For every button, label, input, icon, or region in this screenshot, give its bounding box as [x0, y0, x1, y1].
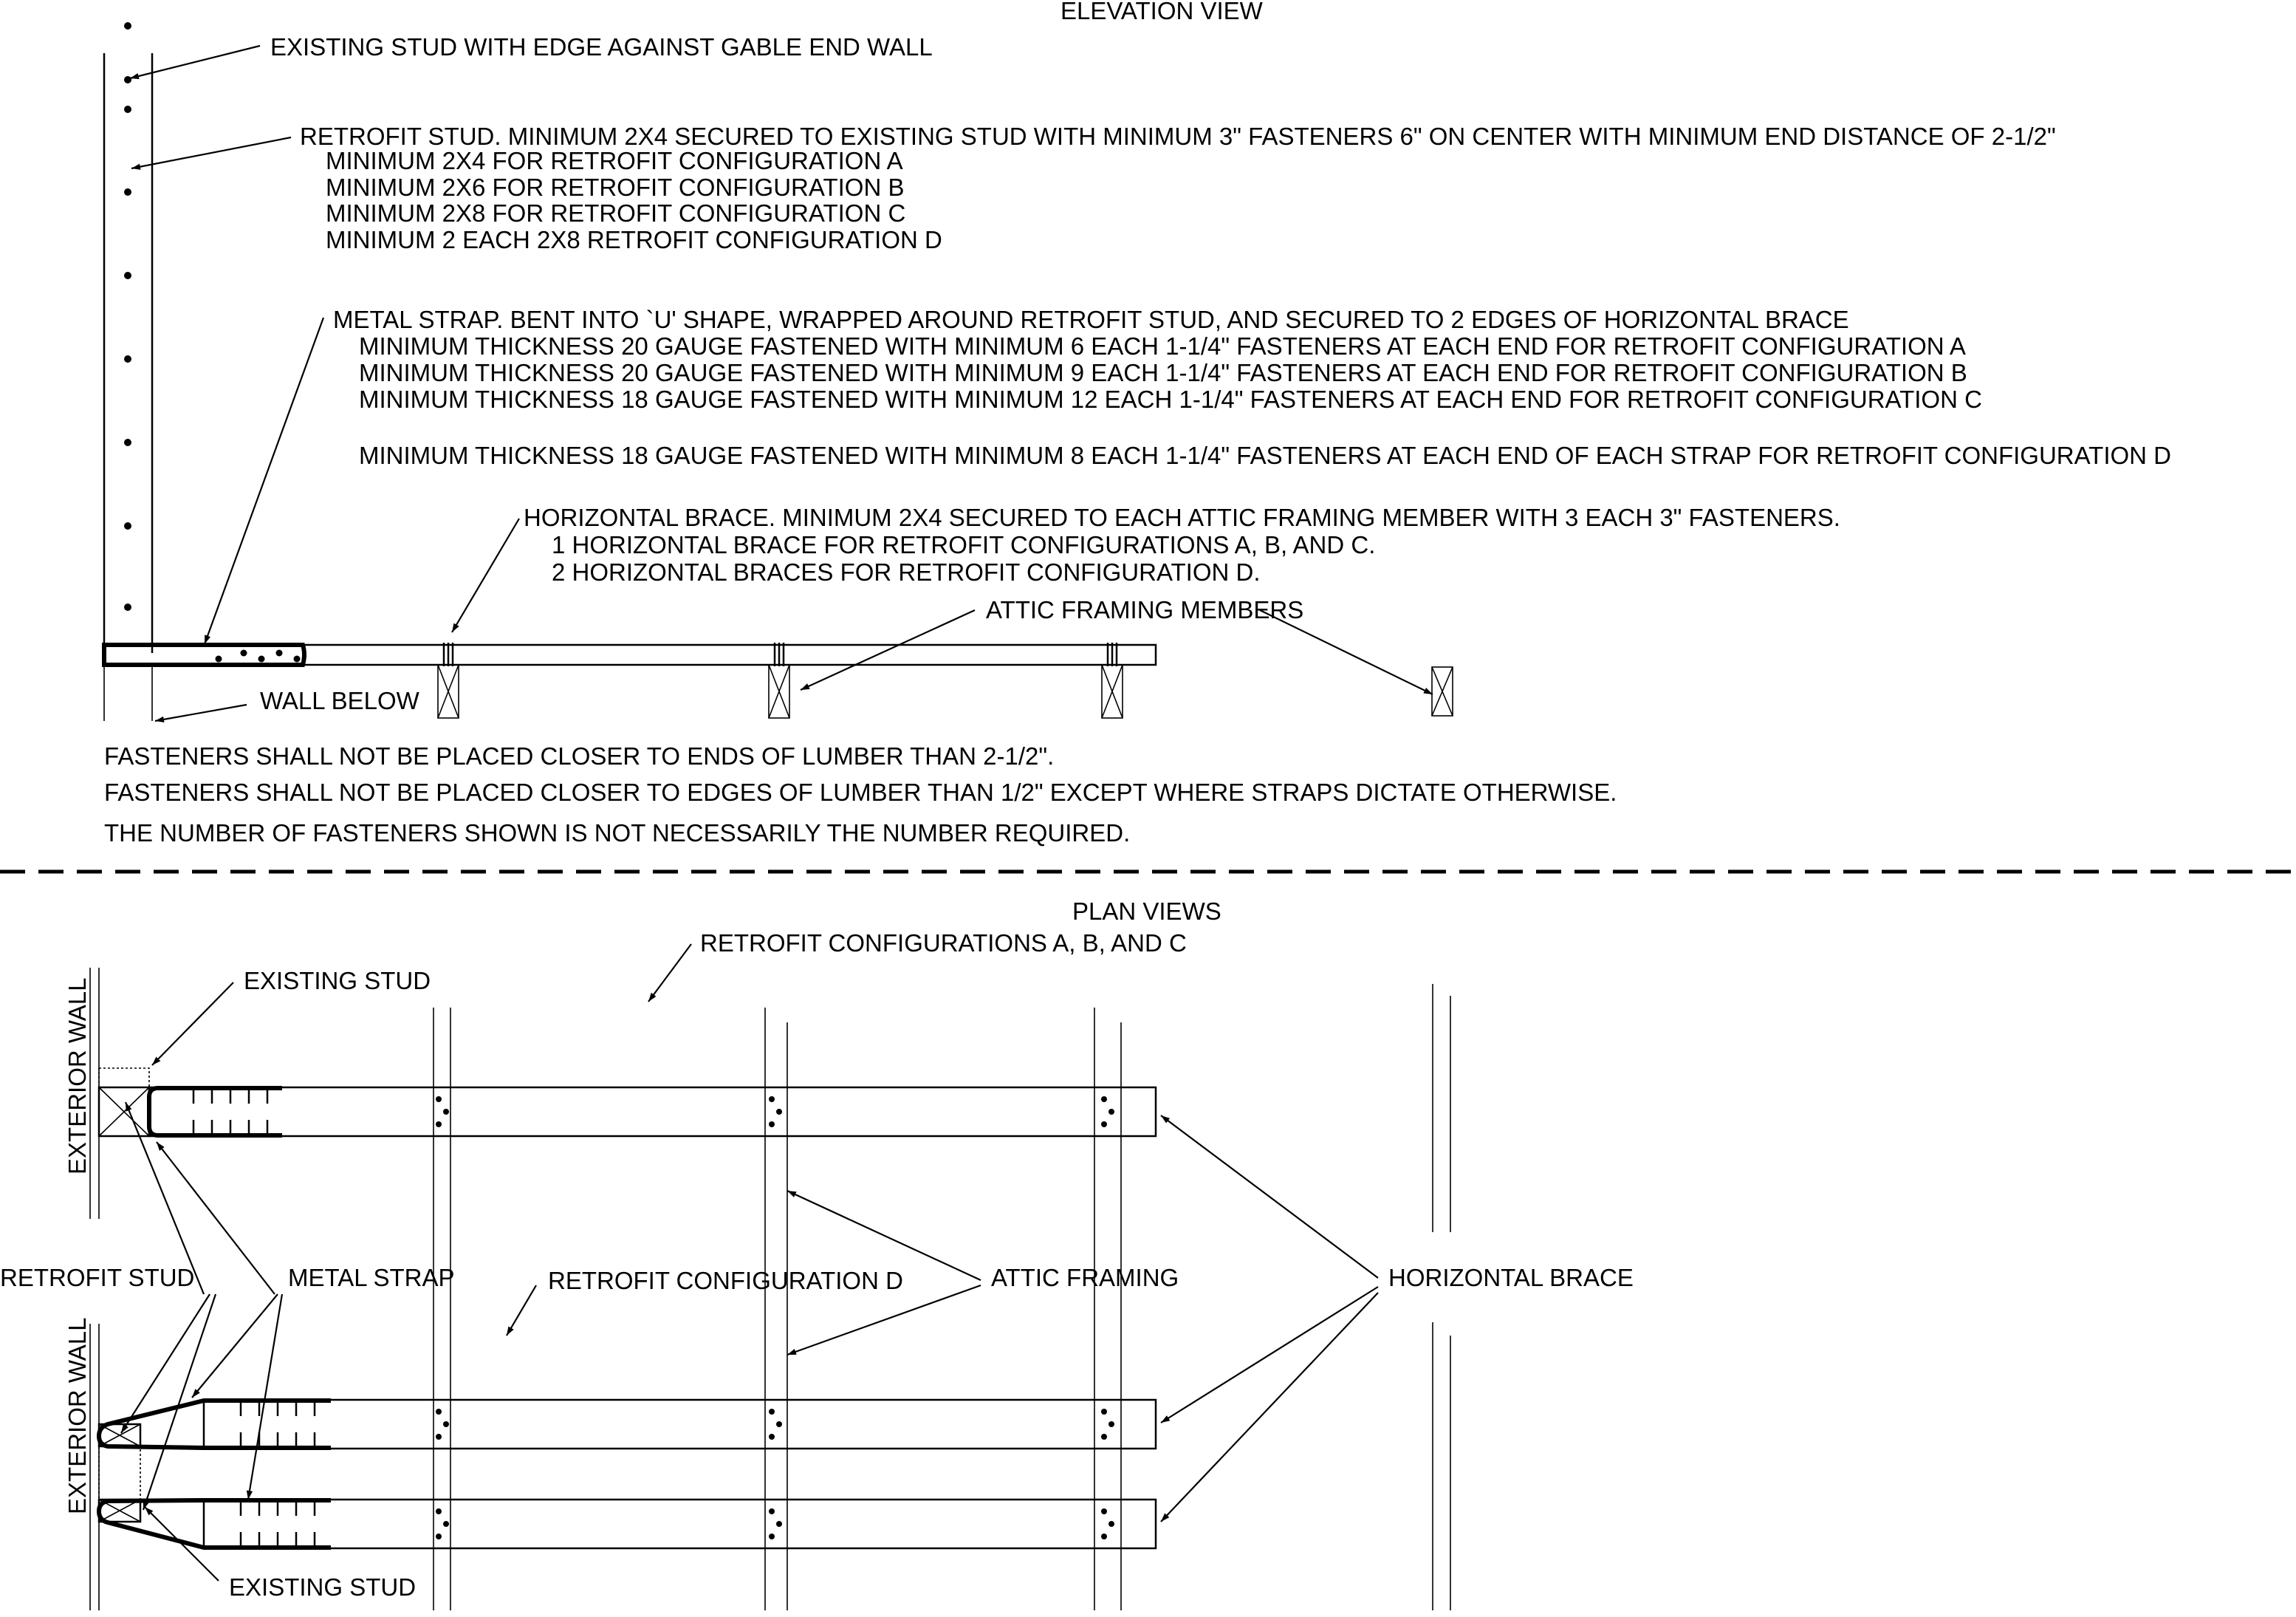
retrofit-stud-line: MINIMUM 2X6 FOR RETROFIT CONFIGURATION B [326, 174, 904, 201]
metal-strap-heading: METAL STRAP. BENT INTO `U' SHAPE, WRAPPE… [333, 306, 1849, 333]
metal-strap [96, 1398, 331, 1450]
metal-strap-label: METAL STRAP [288, 1264, 455, 1291]
wall-below-label: WALL BELOW [260, 687, 420, 714]
plan-views: PLAN VIEWS RETROFIT CONFIGURATIONS A, B,… [0, 898, 1634, 1610]
leader-metal-strap [203, 317, 325, 645]
horizontal-brace [202, 1398, 1157, 1450]
stud-fastener [124, 272, 131, 279]
metal-strap-note: METAL STRAP. BENT INTO `U' SHAPE, WRAPPE… [333, 306, 2171, 469]
horizontal-brace [148, 1086, 1157, 1138]
horizontal-brace [202, 1498, 1157, 1550]
existing-stud-label: EXISTING STUD [244, 967, 431, 994]
plan-config-d [96, 1398, 1157, 1550]
stud-fastener [124, 106, 131, 113]
leader-attic-framing [1259, 609, 1433, 695]
retrofit-stud-line: MINIMUM 2 EACH 2X8 RETROFIT CONFIGURATIO… [326, 226, 942, 253]
horizontal-brace-heading: HORIZONTAL BRACE. MINIMUM 2X4 SECURED TO… [524, 504, 1840, 531]
leader-metal-strap [156, 1141, 275, 1295]
leader-attic-framing [787, 1190, 981, 1281]
attic-framing-member [1431, 666, 1453, 717]
metal-strap [102, 643, 306, 667]
strap-fastener [275, 649, 283, 657]
metal-strap [147, 1086, 282, 1138]
leader-horizontal-brace [1160, 1286, 1379, 1423]
retrofit-stud-note: RETROFIT STUD. MINIMUM 2X4 SECURED TO EX… [300, 123, 2056, 253]
leader-metal-strap [246, 1293, 284, 1500]
metal-strap-line: MINIMUM THICKNESS 20 GAUGE FASTENED WITH… [359, 359, 1967, 386]
retrofit-stud-heading: RETROFIT STUD. MINIMUM 2X4 SECURED TO EX… [300, 123, 2056, 150]
stud-fastener [124, 355, 131, 363]
plan-title: PLAN VIEWS [1072, 898, 1221, 925]
stud-fastener [124, 76, 131, 83]
attic-framing-plan [433, 984, 1451, 1610]
leader-config-abc [648, 943, 692, 1002]
leader-attic-framing [800, 609, 976, 691]
metal-strap-line: MINIMUM THICKNESS 18 GAUGE FASTENED WITH… [359, 442, 2171, 469]
plan-config-abc [97, 1067, 1157, 1138]
existing-stud-label: EXISTING STUD [229, 1573, 416, 1601]
strap-nails [192, 1089, 269, 1135]
leader-horizontal-brace [1160, 1292, 1379, 1522]
fastener-note: FASTENERS SHALL NOT BE PLACED CLOSER TO … [104, 742, 1054, 770]
leader-existing-stud [129, 44, 261, 80]
leader-attic-framing [787, 1284, 981, 1356]
exterior-wall-label: EXTERIOR WALL [64, 1318, 91, 1515]
attic-framing-label: ATTIC FRAMING [991, 1264, 1179, 1291]
stud-fastener [124, 22, 131, 30]
strap-fastener [215, 655, 222, 663]
attic-framing-member [1101, 643, 1123, 719]
leader-horizontal-brace [451, 518, 520, 633]
strap-fastener [293, 655, 301, 663]
horizontal-brace-line: 1 HORIZONTAL BRACE FOR RETROFIT CONFIGUR… [552, 531, 1375, 558]
metal-strap-line: MINIMUM THICKNESS 20 GAUGE FASTENED WITH… [359, 332, 1966, 360]
elevation-title: ELEVATION VIEW [1060, 0, 1264, 24]
leader-existing-stud [144, 1506, 219, 1582]
config-d-label: RETROFIT CONFIGURATION D [548, 1267, 903, 1294]
attic-framing-member [768, 643, 790, 719]
brace-fasteners [436, 1096, 1114, 1127]
existing-stud [98, 1446, 141, 1500]
existing-stud [98, 1067, 150, 1088]
strap-fastener [240, 649, 247, 657]
leader-existing-stud [151, 982, 234, 1066]
attic-framing-members-label: ATTIC FRAMING MEMBERS [986, 596, 1303, 623]
leader-retrofit-stud [124, 1101, 205, 1295]
horizontal-brace-label: HORIZONTAL BRACE [1388, 1264, 1634, 1291]
stud-fastener [124, 604, 131, 611]
config-abc-label: RETROFIT CONFIGURATIONS A, B, AND C [700, 929, 1187, 957]
leader-retrofit-stud [142, 1293, 217, 1511]
fastener-note: THE NUMBER OF FASTENERS SHOWN IS NOT NEC… [104, 819, 1130, 847]
stud-fastener [124, 522, 131, 530]
retrofit-stud-line: MINIMUM 2X4 FOR RETROFIT CONFIGURATION A [326, 147, 903, 174]
leader-config-d [506, 1285, 537, 1336]
leader-wall-below [154, 703, 247, 723]
leader-retrofit-stud [120, 1293, 210, 1434]
attic-framing-member [437, 643, 459, 719]
horizontal-brace-note: HORIZONTAL BRACE. MINIMUM 2X4 SECURED TO… [524, 504, 1840, 586]
leader-metal-strap [191, 1293, 278, 1398]
leader-horizontal-brace [1160, 1115, 1379, 1279]
brace-fasteners [436, 1409, 1114, 1539]
stud-fastener [124, 439, 131, 446]
metal-strap [96, 1498, 331, 1550]
horizontal-brace-line: 2 HORIZONTAL BRACES FOR RETROFIT CONFIGU… [552, 558, 1261, 586]
elevation-view: ELEVATION VIEW [102, 0, 2171, 847]
fastener-note: FASTENERS SHALL NOT BE PLACED CLOSER TO … [104, 779, 1617, 806]
strap-fastener [258, 655, 265, 663]
retrofit-stud-label: RETROFIT STUD [0, 1264, 194, 1291]
existing-stud-note: EXISTING STUD WITH EDGE AGAINST GABLE EN… [270, 33, 933, 61]
strap-nails [239, 1401, 316, 1547]
stud-fastener [124, 188, 131, 196]
leader-retrofit-stud [131, 136, 292, 170]
metal-strap-line: MINIMUM THICKNESS 18 GAUGE FASTENED WITH… [359, 386, 1982, 413]
exterior-wall-label: EXTERIOR WALL [64, 978, 91, 1175]
retrofit-stud-line: MINIMUM 2X8 FOR RETROFIT CONFIGURATION C [326, 199, 905, 227]
